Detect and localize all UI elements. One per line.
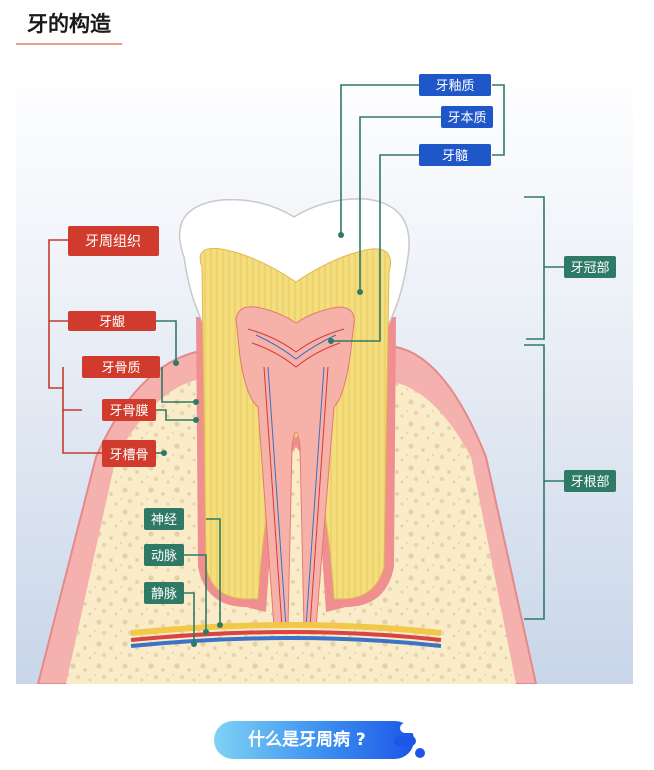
svg-text:牙釉质: 牙釉质 [435,79,474,94]
leader-lines [156,84,564,644]
label-periodontal-membrane: 牙骨膜 [102,399,156,421]
svg-text:牙槽骨: 牙槽骨 [109,448,148,463]
label-alveolar-bone: 牙槽骨 [102,440,156,467]
alveolar-bone-shape [66,379,516,684]
svg-text:动脉: 动脉 [151,549,177,564]
title-underline [16,43,122,45]
periodontitis-banner[interactable]: 什么是牙周病 ? [214,721,436,763]
tooth-illustration: 牙釉质 牙本质 牙髓 牙冠部 牙根部 牙周组织 牙龈 牙骨质 [36,74,616,684]
label-crown: 牙冠部 [564,256,616,278]
svg-text:牙周组织: 牙周组织 [85,234,141,250]
label-root: 牙根部 [564,470,616,492]
svg-text:牙根部: 牙根部 [570,475,609,490]
svg-text:牙骨膜: 牙骨膜 [109,404,148,419]
label-enamel: 牙釉质 [419,74,491,96]
label-cementum: 牙骨质 [82,356,160,378]
red-bracket [48,239,102,454]
pulp-nerves [247,328,345,628]
banner-text: 什么是牙周病 ? [248,730,366,750]
svg-text:静脉: 静脉 [151,587,177,602]
label-gingiva: 牙龈 [68,311,156,331]
vessels-bundle [130,622,442,648]
label-vein: 静脉 [144,582,184,604]
leader-dots [161,232,363,647]
svg-text:牙龈: 牙龈 [99,315,125,330]
svg-text:牙冠部: 牙冠部 [570,261,609,276]
label-dentin: 牙本质 [441,106,493,128]
label-pulp: 牙髓 [419,144,491,166]
svg-text:牙骨质: 牙骨质 [101,361,140,376]
label-artery: 动脉 [144,544,184,566]
tooth-diagram: 牙釉质 牙本质 牙髓 牙冠部 牙根部 牙周组织 牙龈 牙骨质 [16,67,633,684]
label-nerve: 神经 [144,508,184,530]
svg-text:神经: 神经 [151,513,177,528]
svg-text:牙本质: 牙本质 [447,111,486,126]
bubble-decor-icon [394,723,436,758]
page-title: 牙的构造 [27,12,111,36]
label-periodontium: 牙周组织 [68,226,159,256]
svg-text:牙髓: 牙髓 [442,149,468,164]
banner-pill [214,721,414,759]
